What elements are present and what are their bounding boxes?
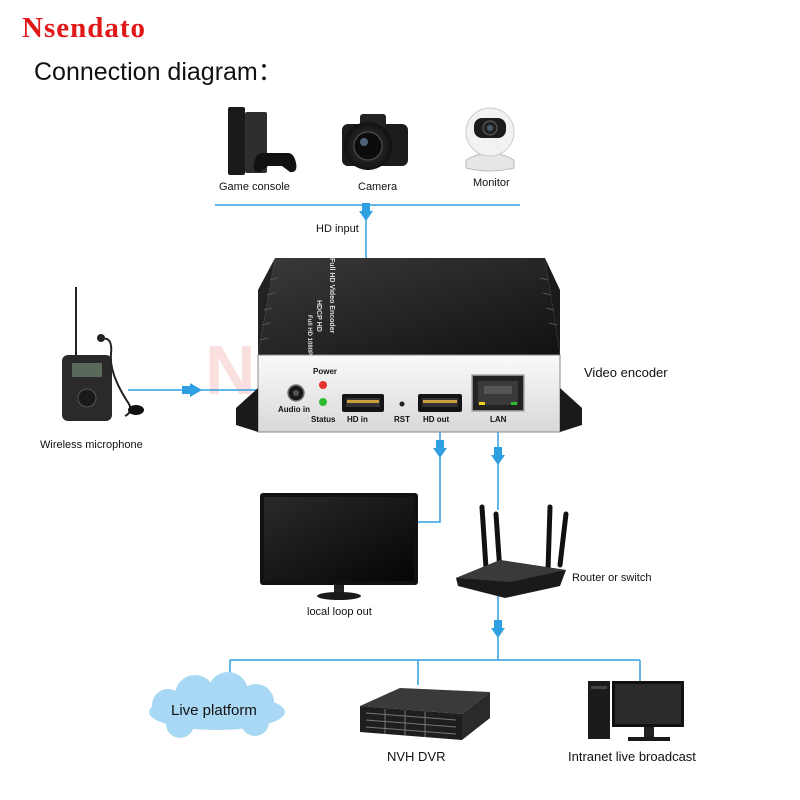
rst-button [399,401,405,407]
power-led [319,381,327,389]
game-console-label: Game console [219,181,290,193]
pc-tower [588,681,610,739]
pc-icon [588,681,684,741]
intranet-label: Intranet live broadcast [568,749,696,764]
arrow-down-stem [494,447,502,455]
arrow-down-icon [491,628,505,638]
arrow-down-icon [359,211,373,221]
encoder-top-text-1: Full HD Video Encoder [328,258,335,334]
video-encoder-device [236,258,582,433]
arrow-down-icon [491,455,505,465]
camera-icon [342,114,408,170]
local-loop-label: local loop out [307,606,372,618]
rst-port-label: RST [394,415,410,424]
encoder-mount-left [236,388,258,432]
brand-logo: Nsendato [22,12,147,44]
arrow-right-stem [182,386,190,394]
lan-port-label: LAN [490,415,507,424]
audio-in-port-label: Audio in [278,405,310,414]
arrow-heads [182,203,505,638]
hd-input-label: HD input [316,223,359,235]
monitor-label: Monitor [473,177,510,189]
wireless-microphone-label: Wireless microphone [40,439,143,451]
arrow-down-icon [433,448,447,458]
encoder-top-text-2: HDCP HD [315,300,322,332]
tv-icon [260,493,418,600]
arrow-down-stem [362,203,370,211]
status-port-label: Status [311,415,336,424]
router-icon [456,504,569,598]
cloud-icon [149,672,285,738]
encoder-mount-right [560,388,582,432]
encoder-top-text-3: Full HD 1080P [306,315,312,356]
nvh-dvr-label: NVH DVR [387,749,446,764]
camera-label: Camera [358,181,398,193]
game-console-icon [228,107,297,175]
arrow-down-stem [494,620,502,628]
status-led [319,398,327,406]
arrow-right-icon [190,383,202,397]
wireless-microphone-icon [62,287,144,421]
arrow-down-stem [436,440,444,448]
hd-out-port-label: HD out [423,415,450,424]
hd-out-line [418,432,441,523]
live-platform-label: Live platform [171,702,257,719]
monitor-camera-icon [465,107,515,172]
page-subtitle: Connection diagram： [34,58,283,86]
power-port-label: Power [313,367,338,376]
router-label: Router or switch [572,572,652,584]
encoder-top-panel [258,258,560,355]
hd-in-port-label: HD in [347,415,368,424]
encoder-vents [259,277,558,341]
video-encoder-label: Video encoder [584,365,668,380]
nvh-dvr-icon [360,688,490,740]
